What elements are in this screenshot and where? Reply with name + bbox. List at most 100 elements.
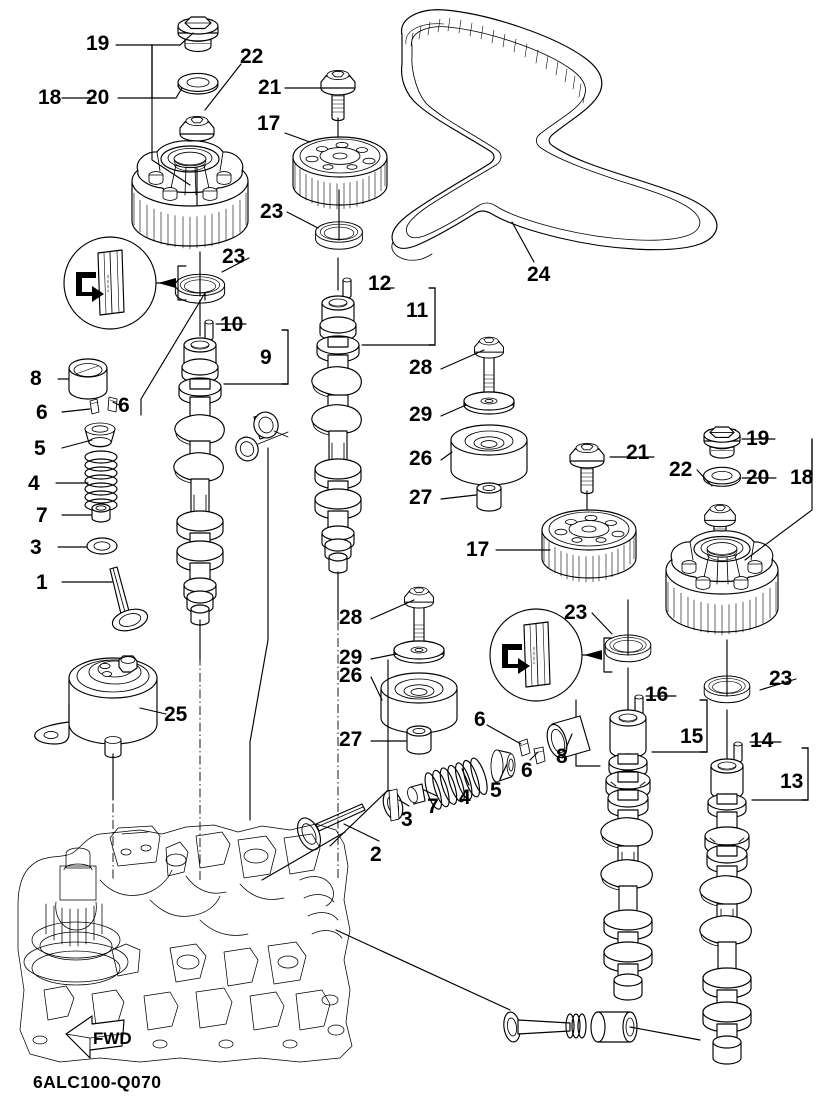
leader-line-9-bracket: [140, 292, 206, 416]
callout-brackets: [151, 44, 813, 801]
callout-7-b: 7: [427, 795, 439, 818]
valve-cotter-lower-b: [533, 746, 546, 765]
valve-lifter-left: [68, 358, 108, 400]
callout-14: 14: [750, 729, 774, 752]
exhaust-valve-lower: [296, 803, 366, 851]
callout-17-right: 17: [466, 538, 489, 561]
callout-11: 11: [406, 299, 429, 322]
callout-16: 16: [645, 683, 668, 706]
callout-27-b: 27: [339, 728, 362, 751]
callout-10: 10: [220, 313, 243, 336]
callout-13: 13: [780, 770, 803, 793]
callout-29-a: 29: [409, 403, 432, 426]
callout-18-right: 18: [790, 466, 814, 489]
idler-collar-upper: [476, 482, 502, 512]
sprocket-bolt-right: [569, 442, 605, 495]
callout-26-a: 26: [409, 447, 432, 470]
vvt-actuator-body-right: [665, 530, 779, 636]
valve-lifter-lower: [546, 715, 591, 759]
camshaft-sprocket-upper: [174, 69, 388, 304]
callout-2: 2: [370, 843, 382, 866]
callout-28-b: 28: [339, 606, 363, 629]
callout-27-a: 27: [409, 486, 432, 509]
idler-pulley-assembly-lower: [380, 586, 458, 755]
callout-19-left: 19: [86, 32, 109, 55]
idler-pulley-bolt-upper: [474, 336, 504, 394]
callout-18-left: 18: [38, 86, 62, 109]
valve-stem-seal-left: [91, 503, 111, 523]
valve-spring-retainer-left: [84, 422, 116, 448]
vvt-actuator-assembly-right: [665, 426, 779, 704]
camshaft-shaft-right-inner: [600, 709, 653, 1001]
callout-6-d: 6: [521, 759, 533, 782]
callout-23-d: 23: [769, 667, 792, 690]
idler-pulley-assembly-upper: [450, 336, 528, 512]
valve-cotter-lower-a: [518, 738, 531, 757]
idler-collar-lower: [406, 725, 432, 755]
callout-17-left: 17: [257, 112, 280, 135]
callout-23-a: 23: [260, 200, 283, 223]
cam-lobe-ri-2: [600, 859, 653, 891]
valve-assembly-bottom-right: [503, 1011, 701, 1043]
valve-cotter-left-b: [107, 396, 118, 413]
camshaft-center-exhaust: [235, 257, 362, 574]
callout-21-right: 21: [626, 441, 650, 464]
leader-lines-sprocket-right: [495, 456, 655, 635]
timing-belt: [391, 9, 718, 261]
callout-12: 12: [368, 272, 391, 295]
camshaft-dowel-pin-right-outer: [733, 741, 743, 763]
callout-21-left: 21: [258, 76, 282, 99]
camshaft-shaft-left: [173, 337, 225, 626]
callout-22-left: 22: [240, 45, 263, 68]
sprocket-body-upper: [292, 136, 388, 210]
callout-5-a: 5: [34, 437, 46, 460]
callout-26-b: 26: [339, 664, 362, 687]
leader-lines-valve-lower: [343, 724, 573, 842]
part-number-label: 6ALC100-Q070: [33, 1072, 162, 1092]
valve-spring-lower: [424, 757, 488, 810]
callout-3-a: 3: [30, 536, 42, 559]
leader-lines-sprocket-upper: [221, 132, 319, 273]
valve-stem-seal-lower: [407, 783, 426, 805]
callout-8-b: 8: [556, 745, 568, 768]
intake-valve-left: [109, 566, 149, 632]
valve-spring-seat-left: [86, 537, 118, 555]
callout-6-a: 6: [36, 401, 48, 424]
valve-train-parts-left: [68, 358, 149, 632]
camshaft-left-intake: [173, 299, 225, 626]
callout-6-c: 6: [474, 708, 486, 731]
idler-pulley-washer-lower: [393, 640, 445, 664]
vvt-actuator-body-left: [131, 140, 249, 250]
camshaft-right-inner: [600, 667, 653, 1001]
fwd-label: FWD: [93, 1029, 132, 1048]
callout-numbers: 18 19 20 22 21 17 23 23 24 8 6 6 5 4 7 3…: [28, 32, 814, 866]
callout-25: 25: [164, 703, 188, 726]
callout-4-a: 4: [28, 472, 40, 495]
vvt-actuator-assembly-left: [131, 16, 249, 250]
callout-20-left: 20: [86, 86, 109, 109]
callout-9: 9: [260, 346, 272, 369]
callout-15: 15: [680, 725, 704, 748]
oil-seal-direction-detail-right: [489, 608, 613, 702]
idler-pulley-washer-upper: [463, 391, 515, 415]
callout-22-right: 22: [669, 458, 692, 481]
valve-cotter-left-a: [89, 398, 100, 415]
callout-6-b: 6: [118, 394, 130, 417]
callout-28-a: 28: [409, 356, 433, 379]
callout-1: 1: [36, 571, 48, 594]
camshaft-oring-center: [235, 436, 259, 462]
sprocket-body-right: [541, 509, 637, 583]
valve-spring-seat-lower: [382, 788, 404, 822]
callout-20-right: 20: [746, 466, 769, 489]
callout-23-c: 23: [564, 601, 587, 624]
callout-29-b: 29: [339, 646, 362, 669]
vvt-center-bolt-right: [703, 426, 741, 459]
engine-block-phantom: [17, 823, 353, 1063]
callout-24: 24: [527, 263, 551, 286]
sprocket-bolt-upper: [320, 69, 356, 122]
valve-spring-retainer-lower: [490, 749, 516, 783]
cam-lobe-left-2: [173, 452, 224, 484]
camshaft-dowel-pin-left: [204, 319, 214, 341]
leader-lines-idler-upper: [440, 349, 485, 500]
